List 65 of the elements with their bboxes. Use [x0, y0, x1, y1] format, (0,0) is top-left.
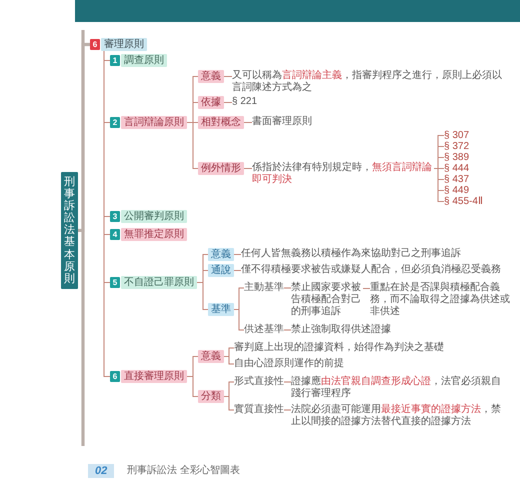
number-badge: 6: [110, 371, 120, 382]
topic-label: 公開審判原則: [121, 210, 187, 223]
article-reference: § 372: [444, 141, 470, 152]
article-reference: § 437: [444, 174, 470, 185]
article-reference: § 307: [444, 130, 470, 141]
topic-label: 無罪推定原則: [121, 228, 187, 241]
category-tag: 基準: [208, 303, 234, 316]
connector-line: [186, 376, 198, 397]
connector-line: [244, 168, 252, 169]
connector-line: [244, 122, 252, 123]
description-text: 證據應由法官親自調查形成心證，法官必須親自踐行審理程序: [291, 376, 510, 400]
description-text: § 221: [232, 96, 258, 108]
connector-line: [362, 288, 370, 289]
page-number: 02: [88, 464, 114, 478]
number-badge: 2: [110, 117, 120, 128]
topic-label: 不自證己罪原則: [121, 276, 197, 289]
description-text: 書面審理原則: [252, 116, 312, 128]
topic-label: 言詞辯論原則: [121, 116, 187, 129]
topic-label: 審理原則: [101, 38, 147, 51]
description-text: 係指於法律有特別規定時，無須言詞辯論即可判決: [252, 162, 434, 186]
description-text: 禁止強制取得供述證據: [291, 324, 391, 336]
connector-line: [196, 282, 208, 310]
connector-line: [234, 254, 242, 255]
connector-line: [78, 42, 90, 232]
category-tag: 相對概念: [198, 116, 244, 129]
subcategory-label: 主動基準: [244, 282, 284, 294]
connector-line: [234, 270, 242, 271]
subcategory-label: 形式直接性: [234, 376, 284, 388]
article-reference: § 449: [444, 185, 470, 196]
description-text: 法院必須盡可能運用最接近事實的證據方法，禁止以間接的證據方法替代直接的證據方法: [291, 404, 510, 428]
category-tag: 依據: [198, 96, 224, 109]
category-tag: 通說: [208, 264, 234, 277]
category-tag: 意義: [208, 248, 234, 261]
connector-line: [186, 122, 198, 169]
article-reference: § 389: [444, 152, 470, 163]
category-tag: 例外情形: [198, 162, 244, 175]
number-badge: 5: [110, 277, 120, 288]
topic-label: 調查原則: [121, 54, 167, 67]
number-badge: 3: [110, 211, 120, 222]
article-reference: § 444: [444, 163, 470, 174]
running-title: 刑事訴訟法 全彩心智圖表: [127, 465, 240, 477]
connector-line: [224, 356, 234, 364]
description-text: 又可以稱為言詞辯論主義，指審判程序之進行，原則上必須以言詞陳述方式為之: [232, 70, 510, 94]
subcategory-label: 供述基準: [244, 324, 284, 336]
number-badge: 6: [90, 39, 100, 50]
description-text: 禁止國家要求被告積極配合對己的刑事追訴: [291, 282, 363, 318]
description-text: 審判庭上出現的證據資料，始得作為判決之基礎: [234, 342, 444, 354]
topic-label: 直接審理原則: [121, 370, 187, 383]
connector-line: [104, 50, 110, 377]
article-reference: § 455-4Ⅱ: [444, 196, 483, 207]
description-text: 自由心證原則運作的前提: [234, 358, 344, 370]
category-tag: 意義: [198, 70, 224, 83]
subcategory-label: 實質直接性: [234, 404, 284, 416]
number-badge: 4: [110, 229, 120, 240]
vertical-title-box: 刑事訴訟法基本原則: [61, 172, 78, 289]
description-text: 重點在於是否課與積極配合義務，而不論取得之證據為供述或非供述: [370, 282, 510, 318]
number-badge: 1: [110, 55, 120, 66]
category-tag: 意義: [198, 350, 224, 363]
description-text: 任何人皆無義務以積極作為來協助對己之刑事追訴: [241, 248, 461, 260]
description-text: 僅不得積極要求被告或嫌疑人配合，但必須負消極忍受義務: [241, 264, 510, 276]
connector-line: [224, 396, 234, 410]
connector-line: [224, 76, 232, 77]
connector-line: [234, 309, 244, 330]
connector-line: [224, 102, 232, 103]
category-tag: 分類: [198, 390, 224, 403]
